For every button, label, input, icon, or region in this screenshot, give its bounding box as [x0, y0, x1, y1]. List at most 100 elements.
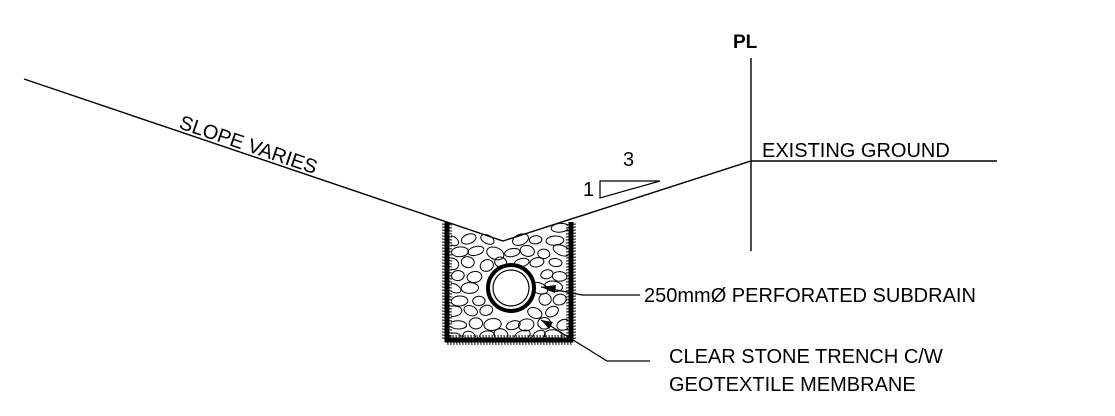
stone	[468, 317, 484, 330]
stone	[529, 257, 545, 268]
membrane-hatch	[441, 319, 453, 322]
stone	[519, 244, 535, 257]
membrane-hatch	[470, 334, 473, 346]
stone	[512, 233, 529, 246]
membrane-hatch	[491, 334, 494, 346]
stone	[528, 235, 543, 245]
membrane-hatch	[467, 334, 470, 346]
membrane-hatch	[524, 334, 527, 346]
membrane-hatch	[488, 334, 491, 346]
stone	[504, 247, 521, 258]
membrane-hatch	[441, 271, 453, 274]
slope-ratio-run: 3	[623, 149, 634, 171]
membrane-hatch	[548, 334, 551, 346]
membrane-hatch	[509, 334, 512, 346]
membrane-hatch	[565, 229, 577, 232]
membrane-hatch	[565, 280, 577, 283]
membrane-hatch	[446, 334, 449, 346]
membrane-hatch	[441, 286, 453, 289]
stone	[462, 330, 477, 337]
geotextile-membrane	[441, 222, 577, 346]
stone	[460, 256, 475, 269]
trench-label-line2: GEOTEXTILE MEMBRANE	[669, 374, 916, 396]
stone	[552, 293, 567, 306]
membrane-hatch	[441, 325, 453, 328]
membrane-hatch	[565, 304, 577, 307]
membrane-hatch	[441, 283, 453, 286]
membrane-hatch	[565, 328, 577, 331]
membrane-hatch	[565, 301, 577, 304]
membrane-hatch	[503, 334, 506, 346]
membrane-hatch	[441, 301, 453, 304]
membrane-hatch	[565, 259, 577, 262]
stone	[451, 320, 468, 330]
membrane-hatch	[565, 316, 577, 319]
stone	[551, 271, 568, 282]
membrane-hatch	[441, 274, 453, 277]
membrane-hatch	[554, 334, 557, 346]
membrane-hatch	[441, 298, 453, 301]
membrane-hatch	[563, 334, 566, 346]
stone	[540, 269, 554, 280]
membrane-hatch	[518, 334, 521, 346]
membrane-hatch	[461, 334, 464, 346]
stone	[486, 246, 505, 261]
membrane-hatch	[473, 334, 476, 346]
membrane-hatch	[565, 322, 577, 325]
membrane-hatch	[515, 334, 518, 346]
stone	[527, 306, 543, 320]
membrane-hatch	[565, 331, 577, 334]
membrane-hatch	[441, 277, 453, 280]
membrane-hatch	[521, 334, 524, 346]
membrane-hatch	[565, 310, 577, 313]
trench-leader	[540, 319, 650, 362]
membrane-hatch	[500, 334, 503, 346]
membrane-hatch	[565, 295, 577, 298]
stone	[545, 235, 565, 246]
membrane-hatch	[506, 334, 509, 346]
membrane-hatch	[479, 334, 482, 346]
membrane-hatch	[565, 313, 577, 316]
membrane-hatch	[441, 331, 453, 334]
membrane-hatch	[557, 334, 560, 346]
stone	[451, 270, 465, 282]
stone	[451, 246, 469, 258]
membrane-hatch	[565, 241, 577, 244]
membrane-hatch	[565, 325, 577, 328]
membrane-hatch	[565, 277, 577, 280]
svg-text:PL: PL	[733, 32, 758, 53]
subdrain-leader	[540, 285, 640, 296]
stone	[550, 222, 568, 233]
membrane-hatch	[565, 286, 577, 289]
membrane-hatch	[441, 307, 453, 310]
subdrain-pipe	[486, 263, 536, 313]
membrane-hatch	[441, 244, 453, 247]
slope-ratio-rise: 1	[583, 179, 594, 201]
stone	[466, 270, 483, 284]
stone	[480, 234, 495, 245]
membrane-hatch	[565, 226, 577, 229]
membrane-hatch	[441, 310, 453, 313]
stone	[537, 248, 551, 260]
membrane-hatch	[476, 334, 479, 346]
membrane-hatch	[512, 334, 515, 346]
membrane-hatch	[569, 334, 572, 346]
membrane-hatch	[545, 334, 548, 346]
stone	[545, 305, 559, 318]
stone	[472, 295, 486, 307]
membrane-hatch	[441, 292, 453, 295]
membrane-hatch	[455, 334, 458, 346]
membrane-hatch	[536, 334, 539, 346]
membrane-hatch	[565, 283, 577, 286]
membrane-hatch	[565, 253, 577, 256]
membrane-hatch	[441, 268, 453, 271]
membrane-hatch	[565, 334, 577, 337]
membrane-hatch	[565, 319, 577, 322]
membrane-hatch	[441, 241, 453, 244]
trench-label-line1: CLEAR STONE TRENCH C/W	[669, 346, 943, 368]
membrane-hatch	[485, 334, 488, 346]
membrane-hatch	[464, 334, 467, 346]
membrane-hatch	[565, 271, 577, 274]
membrane-hatch	[542, 334, 545, 346]
